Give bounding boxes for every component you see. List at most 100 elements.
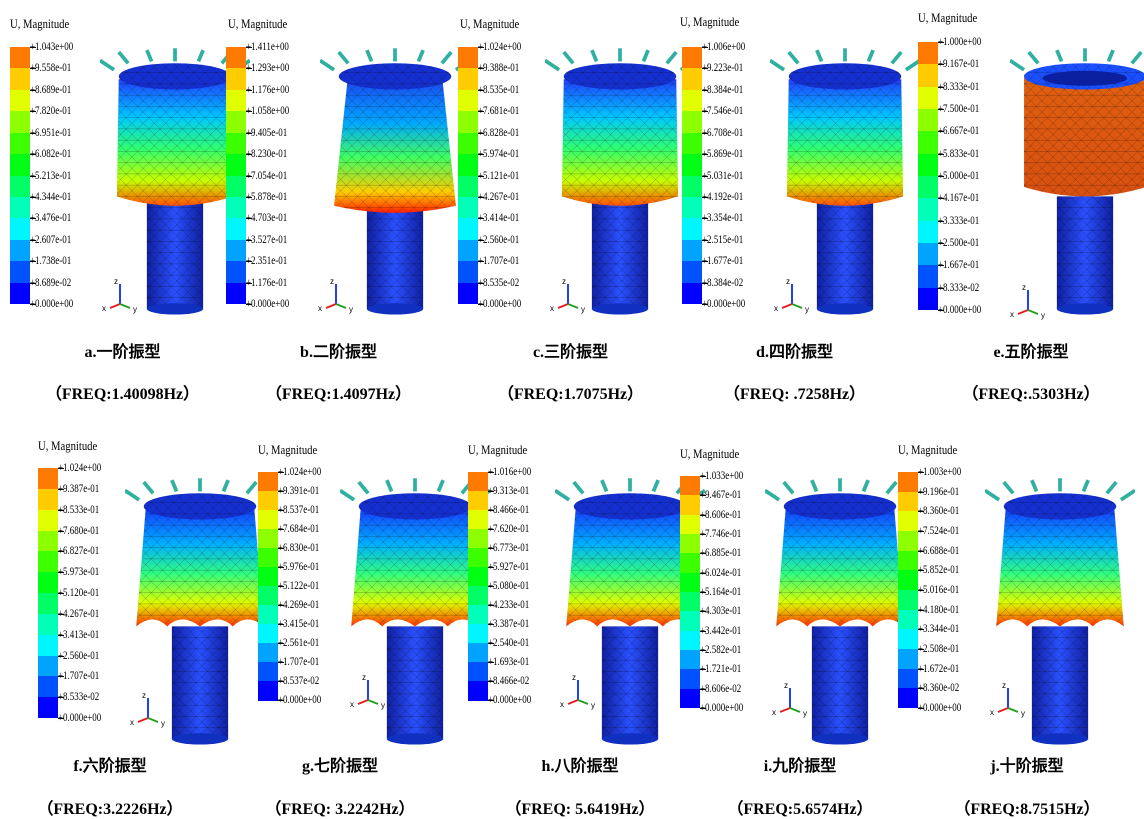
fin	[340, 488, 356, 502]
legend-title: U, Magnitude	[680, 446, 740, 461]
legend-tick	[478, 218, 484, 220]
legend-label: +2.540e-01	[488, 637, 530, 649]
legend-swatch	[226, 282, 246, 305]
legend-tick	[702, 261, 708, 263]
legend-swatch	[682, 239, 702, 262]
legend-label: +1.707e-01	[478, 255, 520, 268]
axis-y-label: y	[133, 305, 137, 314]
legend-swatch	[918, 42, 938, 65]
legend-swatch	[682, 132, 702, 155]
fin	[145, 49, 154, 63]
mode-caption: e.五阶振型	[993, 344, 1069, 361]
legend-swatch	[682, 196, 702, 219]
legend-tick	[918, 649, 924, 650]
legend-label: +1.293e+00	[246, 62, 290, 75]
legend-swatch	[898, 491, 918, 512]
legend-swatch	[468, 472, 488, 492]
legend-swatch	[468, 681, 488, 701]
legend-swatch	[226, 175, 246, 198]
legend-tick	[488, 643, 494, 644]
legend-swatch	[918, 265, 938, 289]
legend-tick	[278, 567, 284, 568]
legend-swatch	[38, 697, 58, 719]
legend-tick	[246, 89, 252, 91]
legend-tick	[278, 662, 284, 663]
legend-label: +0.000e+00	[246, 298, 290, 310]
mode-caption: j.十阶振型	[990, 758, 1064, 775]
legend-tick	[58, 551, 64, 553]
legend-label: +5.852e-01	[918, 564, 960, 577]
legend-tick	[58, 468, 64, 469]
legend-tick	[938, 64, 944, 66]
legend-swatch	[680, 592, 700, 612]
legend-label: +2.607e-01	[30, 233, 72, 246]
color-legend: +1.003e+00+9.196e-01+8.360e-01+7.524e-01…	[898, 466, 1008, 714]
axis-z-label: z	[562, 277, 566, 286]
legend-swatch	[458, 239, 478, 262]
legend-label: +8.360e-01	[918, 505, 960, 518]
mode-shape-model	[125, 478, 275, 745]
legend-swatch	[468, 624, 488, 644]
legend-tick	[278, 472, 284, 473]
legend-label: +5.164e-01	[700, 586, 742, 598]
legend-label: +9.387e-01	[58, 482, 100, 495]
mode-caption: c.三阶振型	[532, 344, 609, 361]
legend-tick	[700, 534, 706, 535]
legend-label: +6.773e-01	[488, 542, 530, 554]
legend-swatch	[918, 131, 938, 155]
legend-label: +6.951e-01	[30, 126, 72, 139]
legend-label: +5.976e-01	[278, 561, 320, 573]
legend-label: +3.414e-01	[478, 212, 520, 225]
fin	[1030, 479, 1039, 493]
fin	[904, 58, 920, 72]
fin	[770, 58, 786, 72]
legend-title: U, Magnitude	[228, 16, 288, 31]
legend-label: +1.738e-01	[30, 255, 72, 268]
color-legend: +1.016e+00+9.313e-01+8.466e-01+7.620e-01…	[468, 466, 578, 706]
legend-swatch	[682, 47, 702, 69]
legend-tick	[58, 655, 64, 657]
legend-swatch	[258, 605, 278, 625]
legend-label: +7.546e-01	[702, 105, 744, 118]
legend-label: +1.176e+00	[246, 83, 290, 96]
legend-swatch	[38, 613, 58, 636]
legend-swatch	[898, 531, 918, 552]
legend-label: +5.000e-01	[938, 170, 980, 182]
legend-tick	[918, 491, 924, 493]
legend-label: +5.121e-01	[478, 169, 520, 182]
legend-label: +8.360e-02	[918, 682, 960, 695]
legend-label: +7.054e-01	[246, 169, 288, 182]
legend-label: +8.537e-01	[278, 504, 320, 516]
legend-tick	[938, 86, 944, 88]
legend-label: +8.606e-02	[700, 682, 742, 695]
fin	[1027, 50, 1040, 65]
legend-label: +3.354e-01	[702, 212, 744, 225]
fin	[810, 479, 819, 493]
legend-swatch	[682, 282, 702, 305]
legend-swatch	[680, 572, 700, 593]
legend-label: +8.466e-01	[488, 504, 530, 516]
legend-label: +3.413e-01	[58, 628, 100, 641]
legend-tick	[938, 109, 944, 110]
legend-swatch	[898, 649, 918, 670]
legend-swatch	[898, 550, 918, 571]
legend-swatch	[38, 509, 58, 531]
color-legend: +1.006e+00+9.223e-01+8.384e-01+7.546e-01…	[682, 41, 792, 310]
legend-tick	[478, 154, 484, 156]
legend-tick	[30, 89, 36, 91]
legend-swatch	[458, 89, 478, 112]
legend-swatch	[258, 491, 278, 511]
legend-label: +5.927e-01	[488, 561, 530, 573]
legend-label: +7.524e-01	[918, 525, 960, 537]
legend-swatch	[258, 662, 278, 682]
legend-label: +7.500e-01	[938, 103, 980, 115]
legend-label: +5.122e-01	[278, 580, 320, 592]
fin	[651, 479, 660, 493]
legend-swatch	[10, 132, 30, 155]
legend-swatch	[226, 111, 246, 134]
legend-tick	[278, 643, 284, 644]
color-legend: +1.043e+00+9.558e-01+8.689e-01+7.820e-01…	[10, 41, 120, 310]
